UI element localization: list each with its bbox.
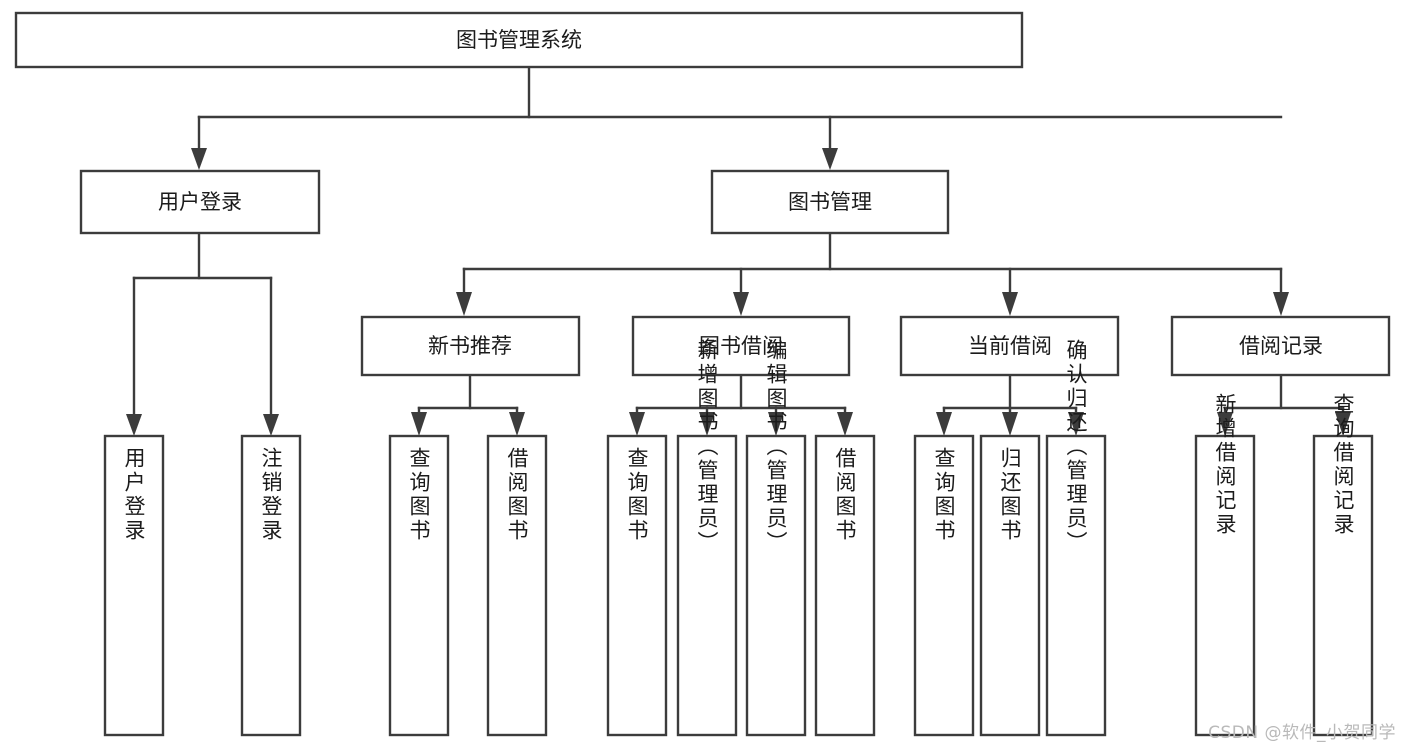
node-new-book-recommend-box[interactable] bbox=[360, 315, 581, 377]
leaf-borrow-book-box[interactable] bbox=[814, 434, 876, 737]
leaf-newbooks-query-book-label: 查询图书 bbox=[407, 447, 431, 543]
arrow-records-leaf-1 bbox=[1217, 412, 1233, 436]
node-current-borrow-label: 当前借阅 bbox=[968, 334, 1052, 358]
arrow-current-leaf-3 bbox=[1068, 412, 1084, 436]
leaf-query-borrow-record-label: 查询借阅记录 bbox=[1331, 393, 1355, 537]
leaf-return-book-box[interactable] bbox=[979, 434, 1041, 737]
arrow-to-new-books bbox=[456, 292, 472, 316]
node-borrow-records-box[interactable] bbox=[1170, 315, 1391, 377]
leaf-add-book-admin[interactable]: 新增图书（管理员） bbox=[676, 339, 738, 737]
leaf-borrow-book[interactable]: 借阅图书 bbox=[814, 434, 876, 737]
leaf-current-query-book-box[interactable] bbox=[913, 434, 975, 737]
node-book-management-label: 图书管理 bbox=[788, 190, 872, 214]
leaf-add-borrow-record-label: 新增借阅记录 bbox=[1213, 393, 1237, 537]
arrow-root-to-user-login bbox=[191, 148, 207, 170]
node-user-login[interactable]: 用户登录 bbox=[79, 169, 321, 235]
leaf-newbooks-query-book[interactable]: 查询图书 bbox=[388, 434, 450, 737]
arrow-borrow-leaf-1 bbox=[629, 412, 645, 436]
arrow-to-leaf-logout bbox=[263, 414, 279, 436]
leaf-newbooks-borrow-book[interactable]: 借阅图书 bbox=[486, 434, 548, 737]
leaf-newbooks-query-book-box[interactable] bbox=[388, 434, 450, 737]
leaf-newbooks-borrow-book-box[interactable] bbox=[486, 434, 548, 737]
node-root-system[interactable]: 图书管理系统 bbox=[14, 11, 1024, 69]
arrow-borrow-leaf-3 bbox=[768, 412, 784, 436]
arrow-to-borrow-records bbox=[1273, 292, 1289, 316]
arrow-current-leaf-1 bbox=[936, 412, 952, 436]
leaf-borrow-query-book-box[interactable] bbox=[606, 434, 668, 737]
leaf-logout[interactable]: 注销登录 bbox=[240, 434, 302, 737]
node-new-book-recommend[interactable]: 新书推荐 bbox=[360, 315, 581, 377]
leaf-query-borrow-record-box[interactable] bbox=[1312, 434, 1374, 737]
leaf-query-borrow-record[interactable]: 查询借阅记录 bbox=[1312, 393, 1374, 737]
leaf-edit-book-admin-box[interactable] bbox=[745, 434, 807, 737]
node-user-login-label: 用户登录 bbox=[158, 190, 242, 214]
node-root-system-label: 图书管理系统 bbox=[456, 28, 582, 52]
leaf-user-login-label: 用户登录 bbox=[122, 447, 146, 543]
node-book-borrow-box[interactable] bbox=[631, 315, 851, 377]
arrow-newbooks-leaf-2 bbox=[509, 412, 525, 436]
node-current-borrow[interactable]: 当前借阅 bbox=[899, 315, 1120, 377]
node-book-borrow[interactable]: 图书借阅 bbox=[631, 315, 851, 377]
leaf-logout-box[interactable] bbox=[240, 434, 302, 737]
leaf-return-book-label: 归还图书 bbox=[998, 447, 1022, 543]
leaf-add-borrow-record[interactable]: 新增借阅记录 bbox=[1194, 393, 1256, 737]
connector-layer bbox=[126, 65, 1351, 436]
leaf-return-book[interactable]: 归还图书 bbox=[979, 434, 1041, 737]
leaf-user-login[interactable]: 用户登录 bbox=[103, 434, 165, 737]
arrow-current-leaf-2 bbox=[1002, 412, 1018, 436]
node-current-borrow-box[interactable] bbox=[899, 315, 1120, 377]
arrow-root-to-book-mgmt bbox=[822, 148, 838, 170]
leaf-user-login-box[interactable] bbox=[103, 434, 165, 737]
node-borrow-records-label: 借阅记录 bbox=[1239, 334, 1323, 358]
arrow-records-leaf-2 bbox=[1335, 412, 1351, 436]
node-book-borrow-label: 图书借阅 bbox=[699, 334, 783, 358]
leaf-borrow-book-label: 借阅图书 bbox=[833, 447, 857, 543]
node-new-book-recommend-label: 新书推荐 bbox=[428, 334, 512, 358]
leaf-confirm-return-admin[interactable]: 确认归还（管理员） bbox=[1045, 339, 1107, 737]
arrow-to-leaf-user-login bbox=[126, 414, 142, 436]
arrow-borrow-leaf-2 bbox=[699, 412, 715, 436]
leaf-add-book-admin-box[interactable] bbox=[676, 434, 738, 737]
arrow-borrow-leaf-4 bbox=[837, 412, 853, 436]
node-user-login-box[interactable] bbox=[79, 169, 321, 235]
leaf-current-query-book-label: 查询图书 bbox=[932, 447, 956, 543]
leaf-edit-book-admin-label: 编辑图书（管理员） bbox=[764, 339, 788, 555]
leaf-logout-label: 注销登录 bbox=[259, 447, 283, 543]
leaf-borrow-query-book-label: 查询图书 bbox=[625, 447, 649, 543]
leaf-confirm-return-admin-label: 确认归还（管理员） bbox=[1064, 339, 1088, 555]
node-book-management[interactable]: 图书管理 bbox=[710, 169, 950, 235]
leaf-current-query-book[interactable]: 查询图书 bbox=[913, 434, 975, 737]
leaf-newbooks-borrow-book-label: 借阅图书 bbox=[505, 447, 529, 543]
leaf-confirm-return-admin-box[interactable] bbox=[1045, 434, 1107, 737]
node-borrow-records[interactable]: 借阅记录 bbox=[1170, 315, 1391, 377]
arrow-newbooks-leaf-1 bbox=[411, 412, 427, 436]
arrow-to-book-borrow bbox=[733, 292, 749, 316]
leaf-add-book-admin-label: 新增图书（管理员） bbox=[695, 339, 719, 555]
arrow-to-current-borrow bbox=[1002, 292, 1018, 316]
leaf-borrow-query-book[interactable]: 查询图书 bbox=[606, 434, 668, 737]
node-book-management-box[interactable] bbox=[710, 169, 950, 235]
leaf-edit-book-admin[interactable]: 编辑图书（管理员） bbox=[745, 339, 807, 737]
leaf-add-borrow-record-box[interactable] bbox=[1194, 434, 1256, 737]
node-root-system-box[interactable] bbox=[14, 11, 1024, 69]
